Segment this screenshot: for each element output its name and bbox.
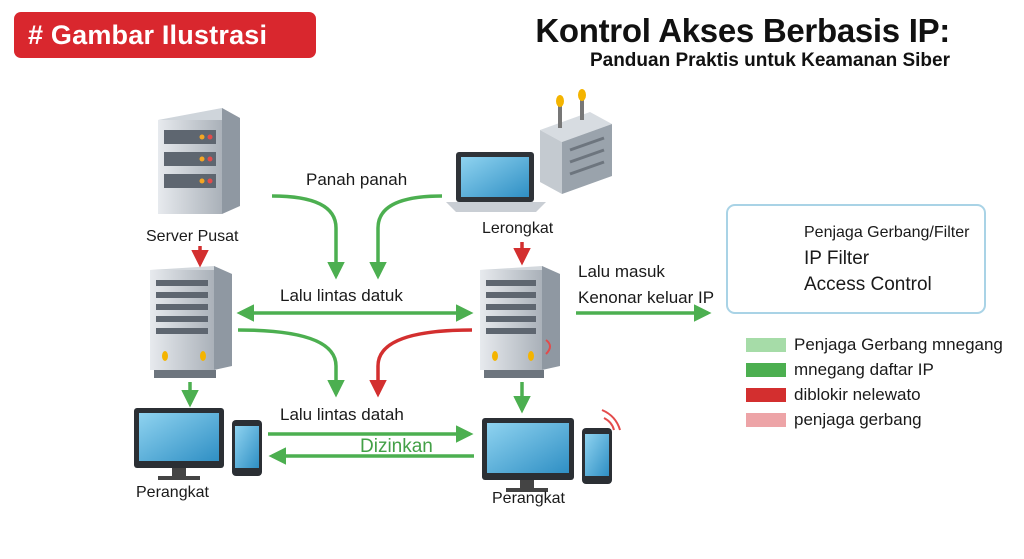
server-pusat-icon [158, 108, 240, 214]
router-icon [540, 89, 612, 194]
left-monitor-icon [134, 408, 224, 480]
page-title: Kontrol Akses Berbasis IP: [535, 12, 950, 49]
lalu-lintas-datah-label: Lalu lintas datah [280, 405, 404, 424]
filter-panel-heading: Penjaga Gerbang/Filter [804, 224, 970, 241]
lerongkat-label: Lerongkat [482, 220, 554, 237]
server-pusat-label: Server Pusat [146, 228, 239, 245]
right-server-icon [480, 266, 560, 378]
legend-label: penjaga gerbang [794, 410, 922, 429]
legend-label: diblokir nelewato [794, 385, 921, 404]
page-subtitle: Panduan Praktis untuk Keamanan Siber [589, 50, 950, 71]
perangkat-right-label: Perangkat [492, 490, 565, 507]
dizinkan-label: Dizinkan [360, 436, 433, 457]
ip-filter-label: IP Filter [804, 248, 870, 269]
laptop-icon [446, 152, 546, 212]
panah-panah-label: Panah panah [306, 170, 408, 189]
illustration-badge: # Gambar Ilustrasi [14, 12, 316, 58]
lalu-lintas-datuk-label: Lalu lintas datuk [280, 286, 403, 305]
perangkat-left-label: Perangkat [136, 484, 209, 501]
legend-label: mnegang daftar IP [794, 360, 934, 379]
legend-swatch [746, 363, 786, 377]
arrows [181, 194, 712, 465]
legend-swatch [746, 388, 786, 402]
legend-swatch [746, 413, 786, 427]
access-control-label: Access Control [804, 274, 932, 295]
kenonar-keluar-label: Kenonar keluar IP [578, 288, 715, 307]
legend-label: Penjaga Gerbang mnegang [794, 335, 1003, 354]
filter-panel [726, 204, 986, 314]
left-server-icon [150, 266, 232, 378]
lalu-masuk-label: Lalu masuk [578, 262, 665, 281]
right-phone-icon [582, 409, 621, 484]
left-phone-icon [232, 420, 262, 476]
legend-swatch [746, 338, 786, 352]
right-monitor-icon [482, 418, 574, 492]
